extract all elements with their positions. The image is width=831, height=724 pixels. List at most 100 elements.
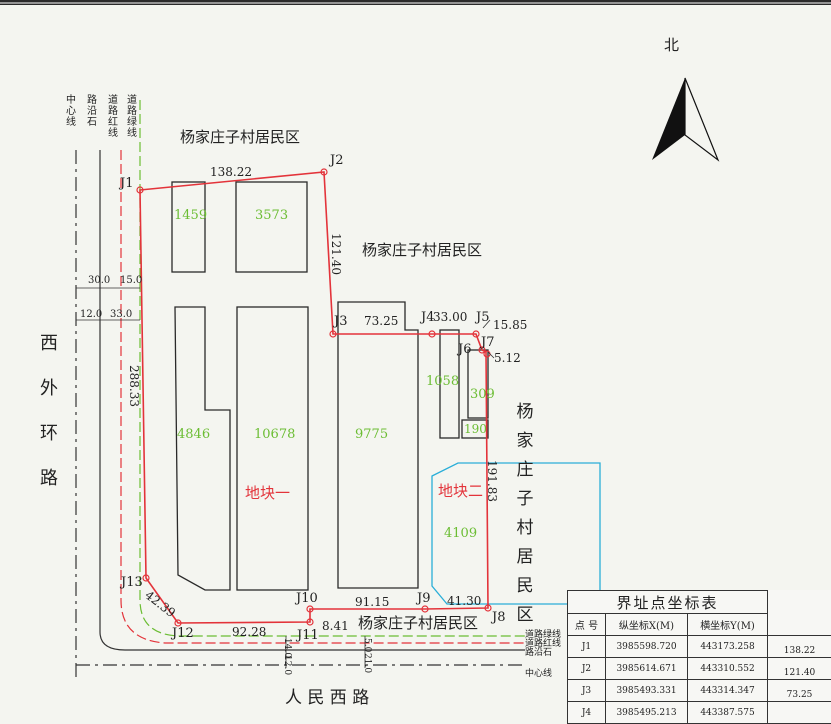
distance-J13-J1: 288.33 (128, 365, 140, 407)
table-corner (768, 591, 831, 636)
char: 线 (65, 117, 77, 128)
table-distance-value: 138.22 (768, 646, 831, 656)
building-area-1459: 1459 (174, 209, 207, 222)
char: 线 (126, 128, 138, 139)
boundary-coordinate-table: 界址点坐标表 点 号 纵坐标X(M) 横坐标Y(M) J1 3985598.72… (567, 590, 831, 724)
site-boundary (140, 172, 488, 623)
legend-center-line: 中心线 (525, 670, 552, 679)
point-label-J7: J7 (481, 336, 494, 349)
building-9775 (338, 302, 418, 588)
building-4846 (175, 307, 230, 590)
char: 中 (65, 95, 77, 106)
char: 子 (515, 485, 535, 514)
offset-12: 12.0 (80, 310, 102, 320)
table-cell-y: 443314.347 (688, 680, 768, 702)
point-label-J11: J11 (297, 629, 319, 642)
point-marker-J7 (484, 351, 490, 357)
char: 村 (515, 514, 535, 543)
table-cell-distance: 138.22 (768, 636, 831, 658)
point-label-J1: J1 (120, 177, 133, 190)
table-distance-value: 121.40 (768, 668, 831, 678)
north-arrow-icon (652, 78, 718, 160)
offset-15: 15.0 (120, 276, 142, 286)
char: 道 (107, 95, 119, 106)
char: 家 (515, 427, 535, 456)
building-area-309: 309 (470, 388, 495, 401)
char: 西 (40, 335, 58, 380)
point-label-J12: J12 (172, 627, 194, 640)
table-cell-x: 3985598.720 (606, 636, 688, 658)
char: 线 (107, 128, 119, 139)
distance-J9-J10: 91.15 (355, 596, 389, 608)
offset-21: 21.0 (362, 653, 371, 673)
table-header-y: 横坐标Y(M) (688, 614, 768, 636)
distance-J6-J7: 5.12 (494, 352, 521, 364)
building-area-3573: 3573 (255, 209, 288, 222)
point-label-J3: J3 (334, 315, 347, 328)
neighbor-south-label: 杨家庄子村居民区 (358, 616, 478, 631)
table-cell-x: 3985614.671 (606, 658, 688, 680)
table-cell-y: 443387.575 (688, 702, 768, 724)
distance-J11-J12: 92.28 (232, 626, 266, 638)
building-1459 (172, 182, 205, 272)
table-cell-point: J1 (568, 636, 606, 658)
distance-J1-J2: 138.22 (210, 166, 252, 178)
center-line-label-top: 中 心 线 (65, 95, 77, 128)
building-area-4109: 4109 (444, 527, 477, 540)
table-cell-x: 3985495.213 (606, 702, 688, 724)
table-cell-distance: 73.25 (768, 680, 831, 702)
char: 道 (126, 95, 138, 106)
road-green-line (140, 100, 525, 636)
offset-12-south: 12.0 (282, 655, 291, 675)
table-row: J4 3985495.213 443387.575 (568, 702, 831, 724)
char: 路 (126, 106, 138, 117)
building-area-4846: 4846 (177, 428, 210, 441)
green-line-label-top: 道 路 绿 线 (126, 95, 138, 139)
char: 石 (86, 117, 98, 128)
char: 民 (515, 572, 535, 601)
building-3573 (236, 182, 307, 272)
offset-5: 5.0 (362, 638, 371, 652)
point-label-J10: J10 (296, 592, 318, 605)
distance-J4-J5: 33.00 (433, 311, 467, 323)
table-cell-point: J4 (568, 702, 606, 724)
table-cell-point: J3 (568, 680, 606, 702)
building-area-10678: 10678 (254, 428, 295, 441)
parcel-two-label: 地块二 (438, 484, 483, 499)
legend-curb: 路沿石 (525, 649, 552, 658)
east-neighbor-label: 杨 家 庄 子 村 居 民 区 (515, 398, 535, 630)
table-cell-point: J2 (568, 658, 606, 680)
table-header-x: 纵坐标X(M) (606, 614, 688, 636)
table-cell-distance (768, 702, 831, 724)
table-cell-x: 3985493.331 (606, 680, 688, 702)
char: 心 (65, 106, 77, 117)
table-cell-distance: 121.40 (768, 658, 831, 680)
curb-label-top: 路 沿 石 (86, 95, 98, 128)
offset-30: 30.0 (88, 276, 110, 286)
char: 杨 (515, 398, 535, 427)
table-cell-y: 443173.258 (688, 636, 768, 658)
point-label-J13: J13 (121, 576, 143, 589)
parcel-one-label: 地块一 (245, 486, 290, 501)
table-row: J3 3985493.331 443314.347 73.25 (568, 680, 831, 702)
distance-J2-J3: 121.40 (330, 233, 342, 275)
point-label-J9: J9 (417, 592, 430, 605)
table-row: J1 3985598.720 443173.258 138.22 (568, 636, 831, 658)
char: 路 (86, 95, 98, 106)
distance-J7-J8: 191.83 (486, 460, 498, 502)
building-10678 (237, 307, 308, 590)
point-label-J8: J8 (492, 611, 505, 624)
road-red-line (121, 150, 525, 643)
char: 沿 (86, 106, 98, 117)
char: 路 (40, 470, 58, 515)
south-street-name: 人 民 西 路 (285, 690, 369, 707)
table-title: 界址点坐标表 (568, 591, 768, 614)
char: 路 (107, 106, 119, 117)
point-label-J2: J2 (330, 154, 343, 167)
building-area-1058: 1058 (426, 375, 459, 388)
char: 外 (40, 380, 58, 425)
red-line-label-top: 道 路 红 线 (107, 95, 119, 139)
north-label: 北 (664, 34, 679, 55)
distance-J10-J11: 8.41 (322, 620, 349, 632)
point-label-J5: J5 (476, 311, 489, 324)
